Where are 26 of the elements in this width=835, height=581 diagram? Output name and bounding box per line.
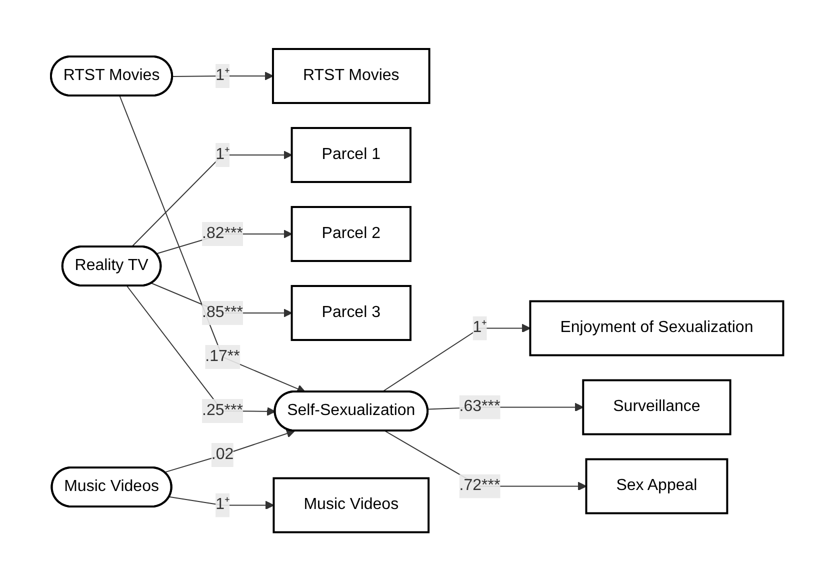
node-box: Parcel 2 — [291, 206, 412, 262]
edge-label: .82*** — [202, 224, 244, 242]
node-box: Music Videos — [273, 477, 430, 534]
node-box: RTST Movies — [272, 48, 431, 104]
arrow — [169, 496, 274, 510]
edge-label: 1⁺ — [216, 66, 230, 84]
arrow — [120, 95, 306, 393]
edge-label: 1⁺ — [216, 496, 230, 514]
arrow — [164, 429, 296, 473]
edge-label: .25*** — [202, 402, 244, 419]
edge-label: 1⁺ — [216, 146, 230, 163]
edge-label: .85*** — [202, 304, 244, 321]
node-box: Surveillance — [582, 379, 732, 436]
edge-label: .72*** — [460, 477, 501, 494]
node-box: Parcel 3 — [291, 284, 412, 341]
arrow — [382, 324, 531, 392]
node-box: Parcel 1 — [291, 126, 412, 183]
edge-label: .17** — [206, 348, 240, 365]
arrow — [131, 150, 293, 248]
arrow — [172, 71, 274, 80]
edge-label: .63*** — [460, 398, 501, 416]
node-box: Enjoyment of Sexualization — [530, 300, 785, 356]
edge-label: .02 — [212, 446, 234, 463]
node-box: Sex Appeal — [586, 458, 729, 514]
arrow — [126, 285, 276, 416]
edge-label: 1⁺ — [473, 319, 488, 336]
